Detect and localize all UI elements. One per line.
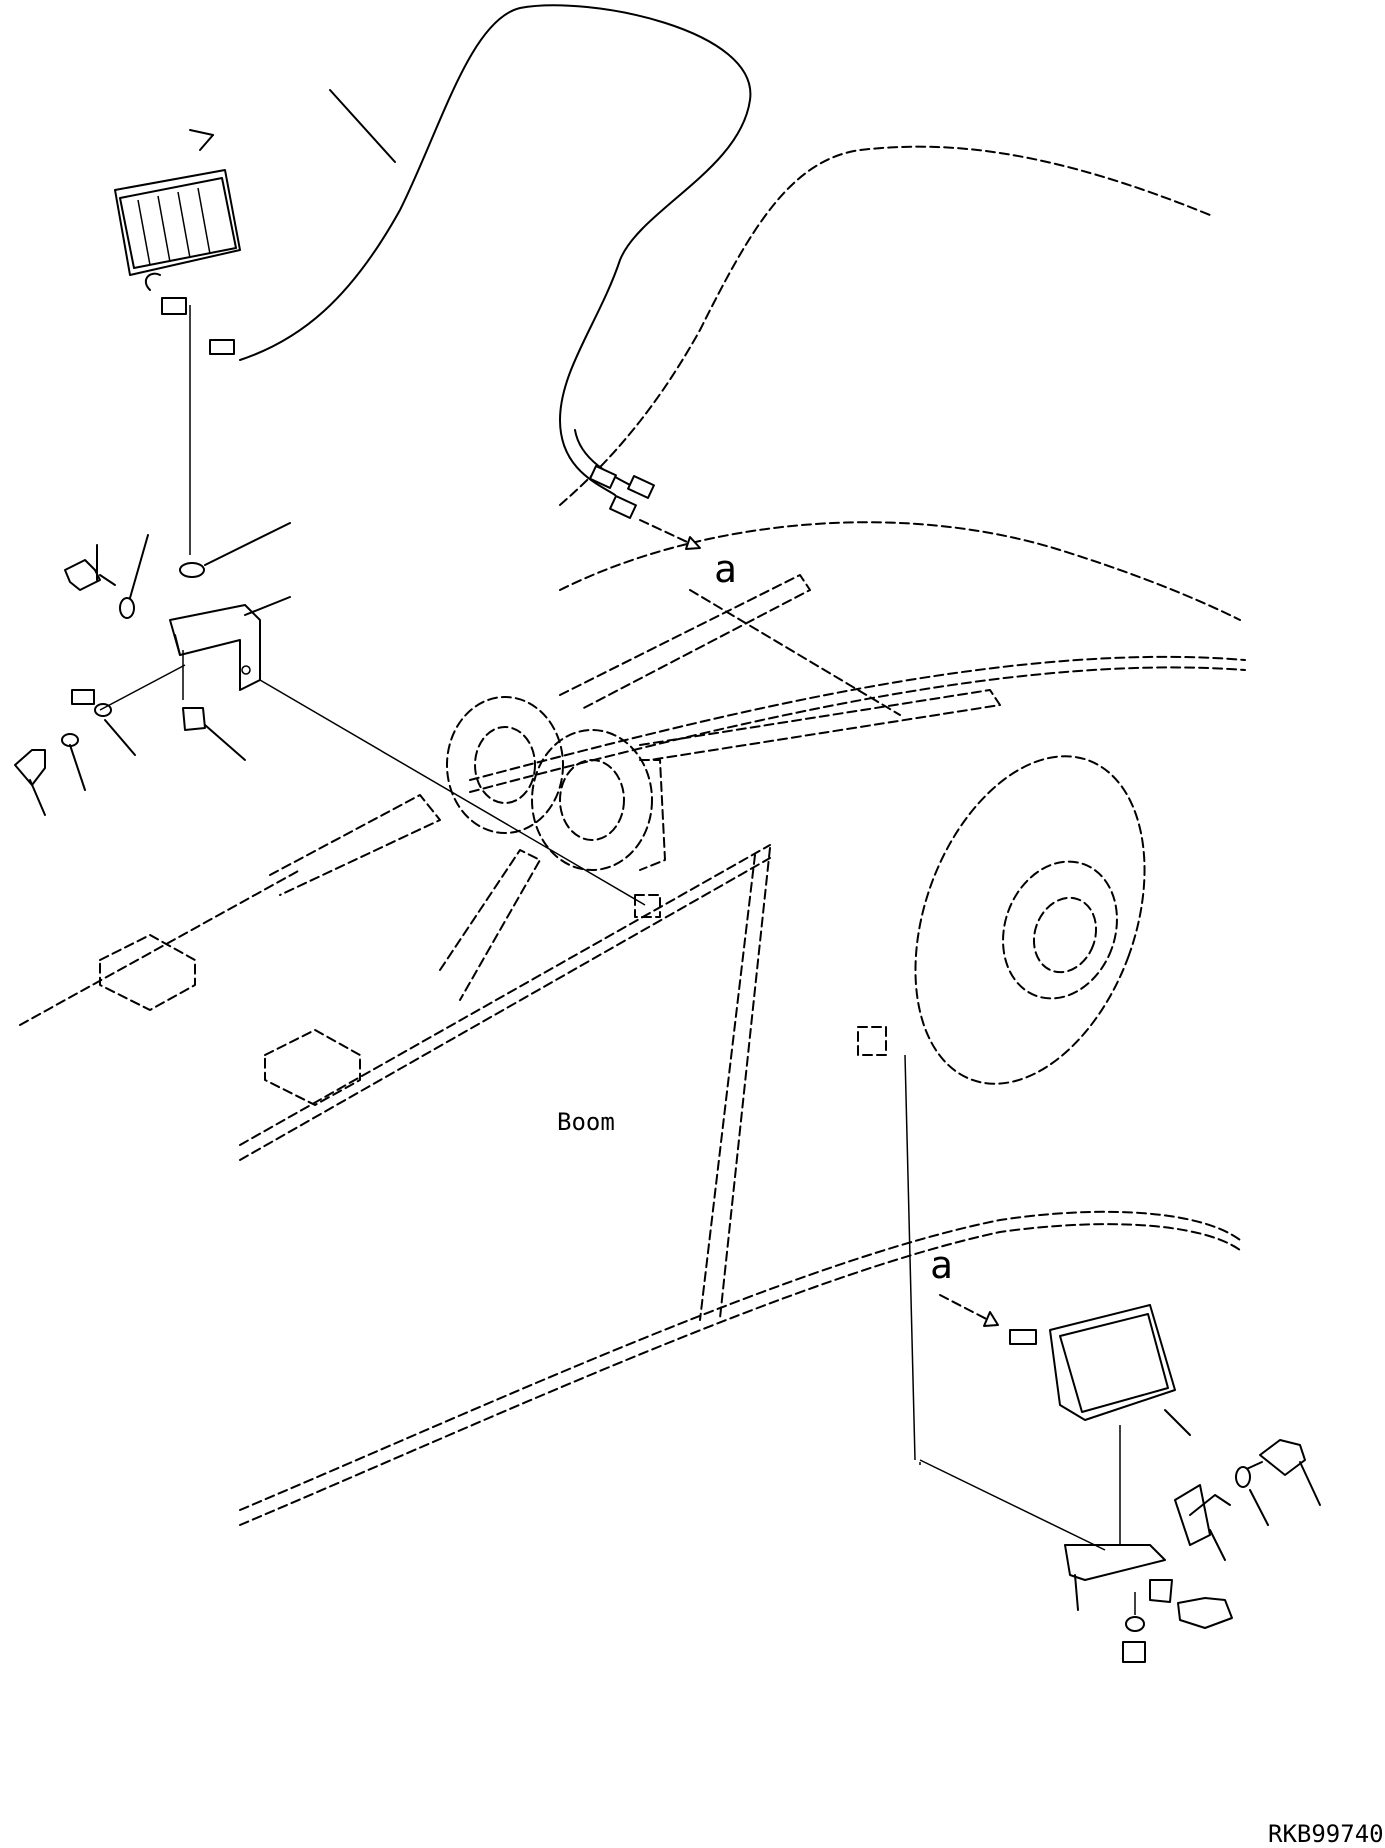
reference-a-top: a (714, 547, 737, 591)
boom-structure (19, 145, 1246, 1526)
connector-icon (1009, 1329, 1037, 1345)
clip-icon (71, 689, 95, 705)
connector-icon (209, 339, 235, 355)
connector-icon (609, 495, 637, 519)
boom-label: Boom (557, 1108, 615, 1136)
work-lamp-lower (904, 1054, 1321, 1663)
connector-icon (589, 465, 617, 489)
drawing-code: RKB99740 (1268, 1820, 1384, 1848)
connector-icon (161, 297, 187, 315)
reference-a-bottom: a (930, 1243, 953, 1287)
arrow-icon (983, 1311, 999, 1327)
connector-icon (627, 475, 655, 499)
arrow-icon (685, 536, 701, 550)
work-lamp-upper (14, 129, 646, 906)
wire-harness (239, 4, 752, 550)
